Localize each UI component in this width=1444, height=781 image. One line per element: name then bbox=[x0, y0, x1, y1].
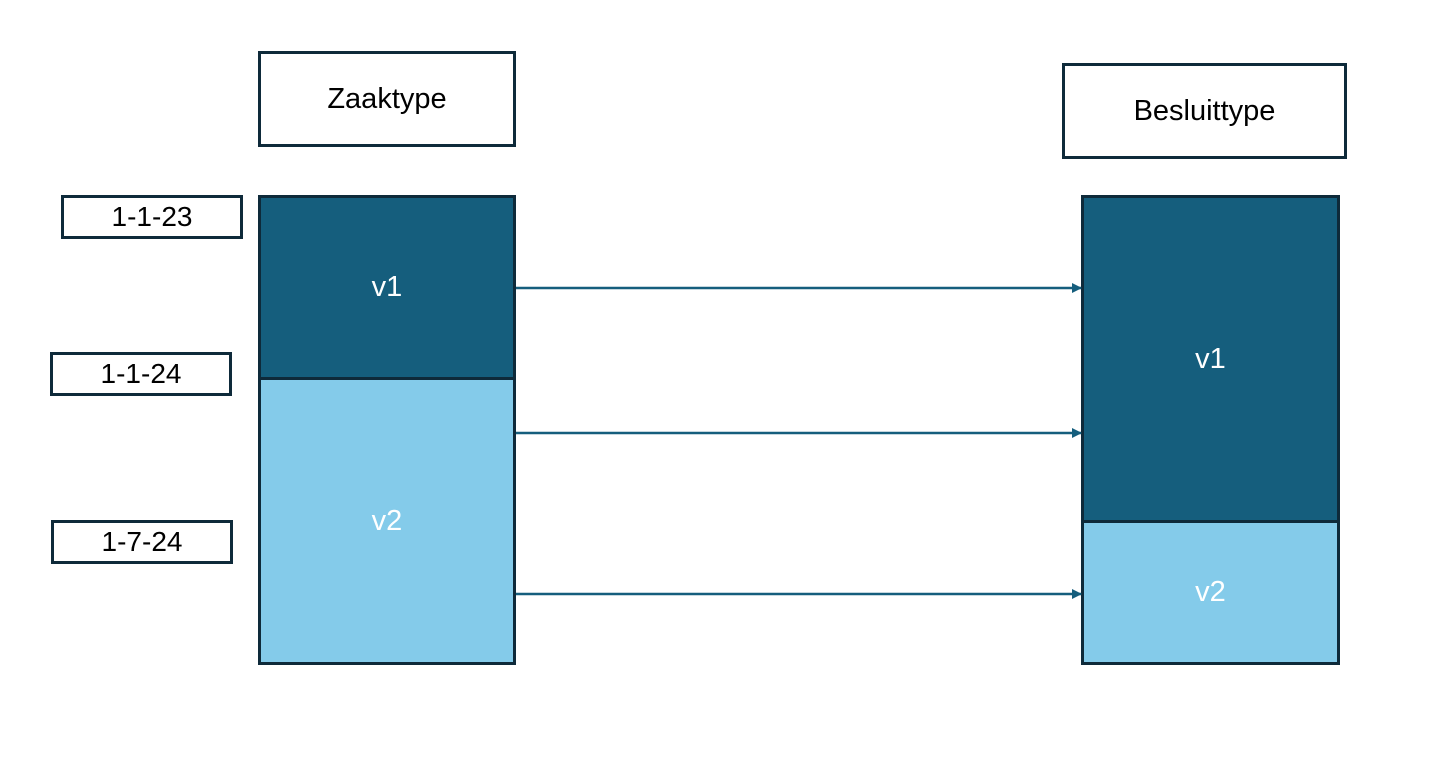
zaaktype-version-block: v1 bbox=[258, 195, 516, 380]
besluittype-header-label: Besluittype bbox=[1133, 94, 1276, 127]
date-label: 1-7-24 bbox=[101, 526, 183, 557]
date-label: 1-1-23 bbox=[111, 201, 193, 232]
besluittype-version-block: v1 bbox=[1081, 195, 1340, 524]
version-label: v1 bbox=[1195, 343, 1226, 375]
zaaktype-version-block: v2 bbox=[258, 377, 516, 665]
version-label: v1 bbox=[371, 271, 403, 303]
zaaktype-header: Zaaktype bbox=[258, 51, 516, 147]
version-label: v2 bbox=[1195, 576, 1226, 608]
date-label-box: 1-7-24 bbox=[51, 520, 233, 564]
date-label-box: 1-1-23 bbox=[61, 195, 243, 239]
date-label: 1-1-24 bbox=[100, 358, 182, 389]
version-label: v2 bbox=[371, 504, 403, 537]
date-label-box: 1-1-24 bbox=[50, 352, 232, 396]
besluittype-header: Besluittype bbox=[1062, 63, 1347, 159]
besluittype-version-block: v2 bbox=[1081, 520, 1340, 665]
zaaktype-header-label: Zaaktype bbox=[327, 82, 447, 115]
